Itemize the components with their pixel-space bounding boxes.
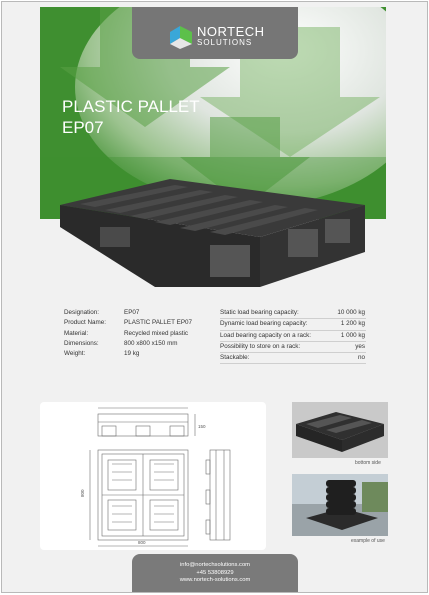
spec-label: Designation: bbox=[64, 309, 100, 316]
dimension-label-height: 150 bbox=[198, 424, 206, 429]
brand-subname: SOLUTIONS bbox=[197, 38, 253, 47]
contact-footer: info@nortechsolutions.com +45 53808929 w… bbox=[132, 554, 298, 592]
spec-value: yes bbox=[355, 342, 365, 350]
pallet-photo bbox=[60, 179, 365, 287]
spec-value: EP07 bbox=[124, 309, 140, 316]
spec-row: Product Name: PLASTIC PALLET EP07 bbox=[64, 318, 214, 328]
spec-value: 800 x800 x150 mm bbox=[124, 339, 178, 347]
dimension-label-left: 800 bbox=[80, 489, 85, 497]
contact-website[interactable]: www.nortech-solutions.com bbox=[179, 577, 251, 583]
spec-label: Material: bbox=[64, 329, 89, 337]
contact-phone: +45 53808929 bbox=[196, 569, 234, 576]
dimension-label-bottom: 800 bbox=[138, 540, 146, 545]
spec-value: 19 kg bbox=[124, 350, 140, 358]
example-of-use-caption: example of use bbox=[351, 538, 385, 544]
spec-row: Load bearing capacity on a rack: 1 000 kg bbox=[220, 331, 366, 342]
brand-name: NORTECH bbox=[197, 24, 265, 39]
spec-label: Load bearing capacity on a rack: bbox=[220, 331, 312, 339]
spec-label: Possibility to store on a rack: bbox=[220, 342, 301, 350]
spec-label: Stackable: bbox=[220, 354, 250, 362]
spec-row: Material: Recycled mixed plastic bbox=[64, 329, 214, 339]
logo-panel bbox=[132, 7, 298, 59]
example-of-use-photo bbox=[292, 474, 388, 536]
spec-row: Designation: EP07 bbox=[64, 308, 214, 318]
specs-table-left: Designation: EP07 Product Name: PLASTIC PA… bbox=[64, 308, 214, 359]
spec-label: Dimensions: bbox=[64, 339, 99, 347]
spec-row: Dimensions: 800 x800 x150 mm bbox=[64, 339, 214, 349]
contact-email[interactable]: info@nortechsolutions.com bbox=[179, 562, 250, 568]
spec-value: Recycled mixed plastic bbox=[124, 329, 189, 337]
spec-row: Dynamic load bearing capacity: 1 200 kg bbox=[220, 319, 366, 331]
product-title: PLASTIC PALLET bbox=[62, 97, 200, 116]
bottom-side-photo bbox=[292, 402, 388, 458]
technical-drawing-svg: 800 800 150 bbox=[80, 407, 231, 547]
specs-table-right: Static load bearing capacity: 10 000 kg D… bbox=[220, 308, 366, 365]
spec-label: Weight: bbox=[64, 350, 86, 358]
spec-row: Possibility to store on a rack: yes bbox=[220, 342, 366, 354]
spec-label: Dynamic load bearing capacity: bbox=[220, 320, 308, 328]
spec-value: PLASTIC PALLET EP07 bbox=[124, 319, 193, 327]
spec-row: Weight: 19 kg bbox=[64, 349, 214, 359]
spec-value: 10 000 kg bbox=[337, 309, 365, 316]
technical-drawing: 800 800 150 bbox=[40, 402, 266, 550]
spec-label: Product Name: bbox=[64, 319, 106, 327]
nortech-logo-icon bbox=[170, 26, 192, 49]
spec-value: 1 000 kg bbox=[340, 331, 365, 339]
bottom-side-caption: bottom side bbox=[355, 460, 381, 466]
product-code: EP07 bbox=[62, 118, 104, 137]
spec-row: Stackable: no bbox=[220, 353, 366, 365]
spec-row: Static load bearing capacity: 10 000 kg bbox=[220, 308, 366, 320]
spec-value: no bbox=[357, 354, 365, 362]
spec-label: Static load bearing capacity: bbox=[220, 309, 299, 316]
spec-value: 1 200 kg bbox=[340, 320, 365, 328]
